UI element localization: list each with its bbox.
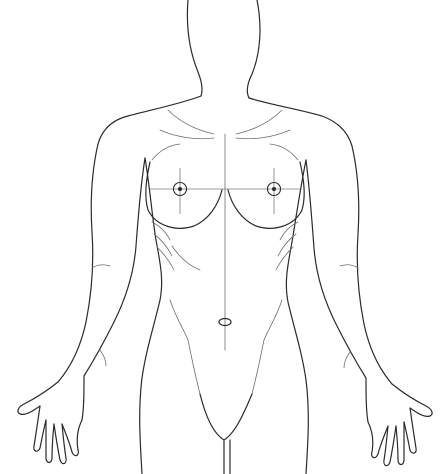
left-nipple-dot	[178, 187, 182, 191]
left-arm	[58, 144, 145, 382]
abdomen	[170, 300, 282, 394]
right-nipple-dot	[272, 187, 276, 191]
right-hand	[366, 378, 432, 466]
neck	[187, 0, 260, 98]
right-arm	[306, 146, 392, 384]
torso	[140, 134, 309, 474]
groin-and-legs	[200, 394, 252, 474]
left-hand	[18, 376, 84, 464]
